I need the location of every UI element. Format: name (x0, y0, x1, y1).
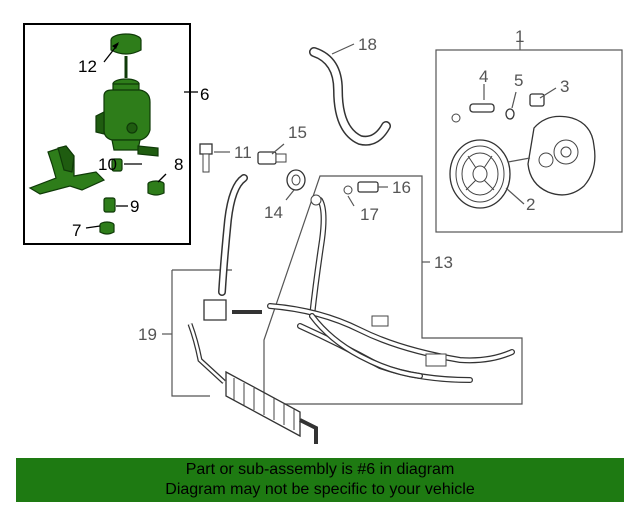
callout-3: 3 (560, 77, 569, 96)
cushion-10[interactable] (111, 158, 123, 172)
switch-gasket[interactable] (343, 185, 353, 195)
pressure-switch[interactable] (357, 181, 379, 193)
callout-13: 13 (434, 253, 453, 272)
callout-16: 16 (392, 178, 411, 197)
callout-9: 9 (130, 197, 139, 216)
callout-1: 1 (515, 27, 524, 46)
sub-assembly-note-banner: Part or sub-assembly is #6 in diagram Di… (16, 458, 624, 502)
o-ring[interactable] (505, 108, 515, 120)
pump-pulley[interactable] (449, 139, 511, 209)
pressure-hose-box[interactable] (263, 175, 523, 405)
parts-diagram: 1 2 3 4 5 6 7 8 9 10 12 11 13 14 15 16 1… (23, 23, 623, 444)
cushion-9[interactable] (103, 197, 116, 213)
pressure-hose-assembly[interactable] (267, 194, 515, 383)
pump-body[interactable] (507, 115, 596, 196)
reservoir-bracket[interactable] (28, 145, 106, 195)
callout-15: 15 (288, 123, 307, 142)
return-hose[interactable] (309, 47, 391, 146)
callout-10: 10 (98, 155, 117, 174)
hose-clamp[interactable] (286, 169, 306, 191)
flow-control-valve[interactable] (451, 103, 495, 123)
pressure-port-union[interactable] (529, 93, 545, 107)
callout-19: 19 (138, 325, 157, 344)
cushion-7[interactable] (99, 221, 115, 235)
callout-17: 17 (360, 205, 379, 224)
note-line-1: Part or sub-assembly is #6 in diagram (185, 461, 455, 478)
callout-14: 14 (264, 203, 283, 222)
callout-12: 12 (78, 57, 97, 76)
callout-4: 4 (479, 67, 488, 86)
callout-8: 8 (174, 155, 183, 174)
callout-5: 5 (514, 71, 523, 90)
callout-6: 6 (200, 85, 209, 104)
callout-18: 18 (358, 35, 377, 54)
note-line-2: Diagram may not be specific to your vehi… (165, 481, 475, 498)
callout-11: 11 (234, 143, 252, 162)
callout-2: 2 (526, 195, 535, 214)
reservoir-tank[interactable] (95, 78, 159, 157)
callout-7: 7 (72, 221, 81, 240)
union-fitting[interactable] (257, 151, 287, 165)
grommet-8[interactable] (147, 180, 165, 196)
bolt[interactable] (199, 143, 213, 173)
oil-cooler[interactable] (187, 174, 318, 444)
